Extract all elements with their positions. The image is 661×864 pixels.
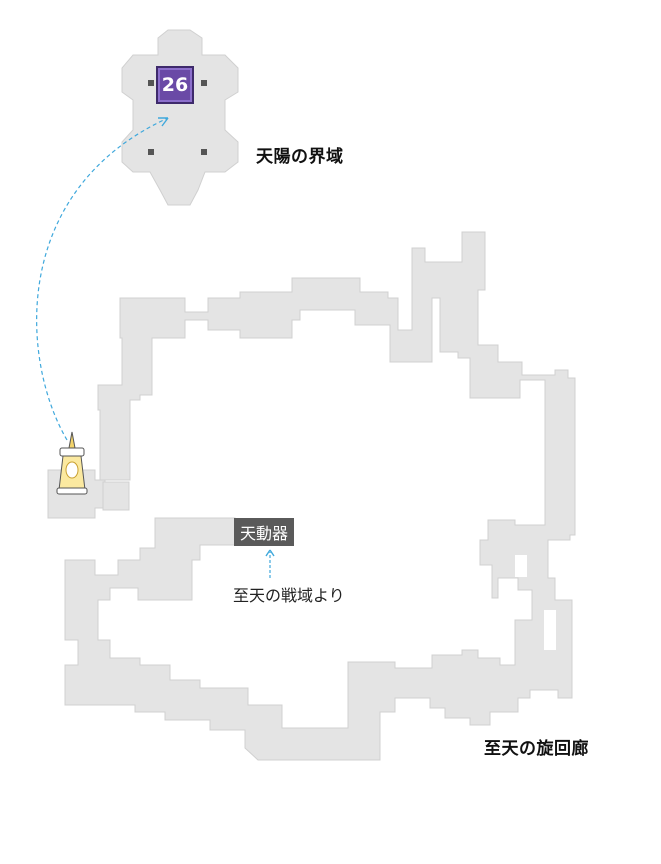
marker-dot bbox=[201, 149, 207, 155]
entry-note: 至天の戦域より bbox=[233, 586, 345, 605]
device-label[interactable]: 天動器 bbox=[234, 518, 295, 546]
corridor-segment bbox=[102, 481, 130, 511]
wall-notch bbox=[515, 555, 527, 577]
beacon-icon[interactable] bbox=[56, 431, 88, 495]
lower-area-title: 至天の旋回廊 bbox=[484, 739, 589, 759]
floor-badge[interactable]: 26 bbox=[156, 66, 194, 104]
warp-route-arrow bbox=[36, 117, 169, 441]
wall-notch bbox=[544, 610, 556, 650]
marker-dot bbox=[148, 149, 154, 155]
arrow-head bbox=[158, 117, 169, 127]
upper-area-title: 天陽の界域 bbox=[256, 147, 344, 167]
upper-room bbox=[121, 29, 239, 206]
corridor-ring bbox=[64, 231, 576, 761]
arrow-head bbox=[265, 549, 275, 557]
marker-dot bbox=[201, 80, 207, 86]
marker-dot bbox=[148, 80, 154, 86]
